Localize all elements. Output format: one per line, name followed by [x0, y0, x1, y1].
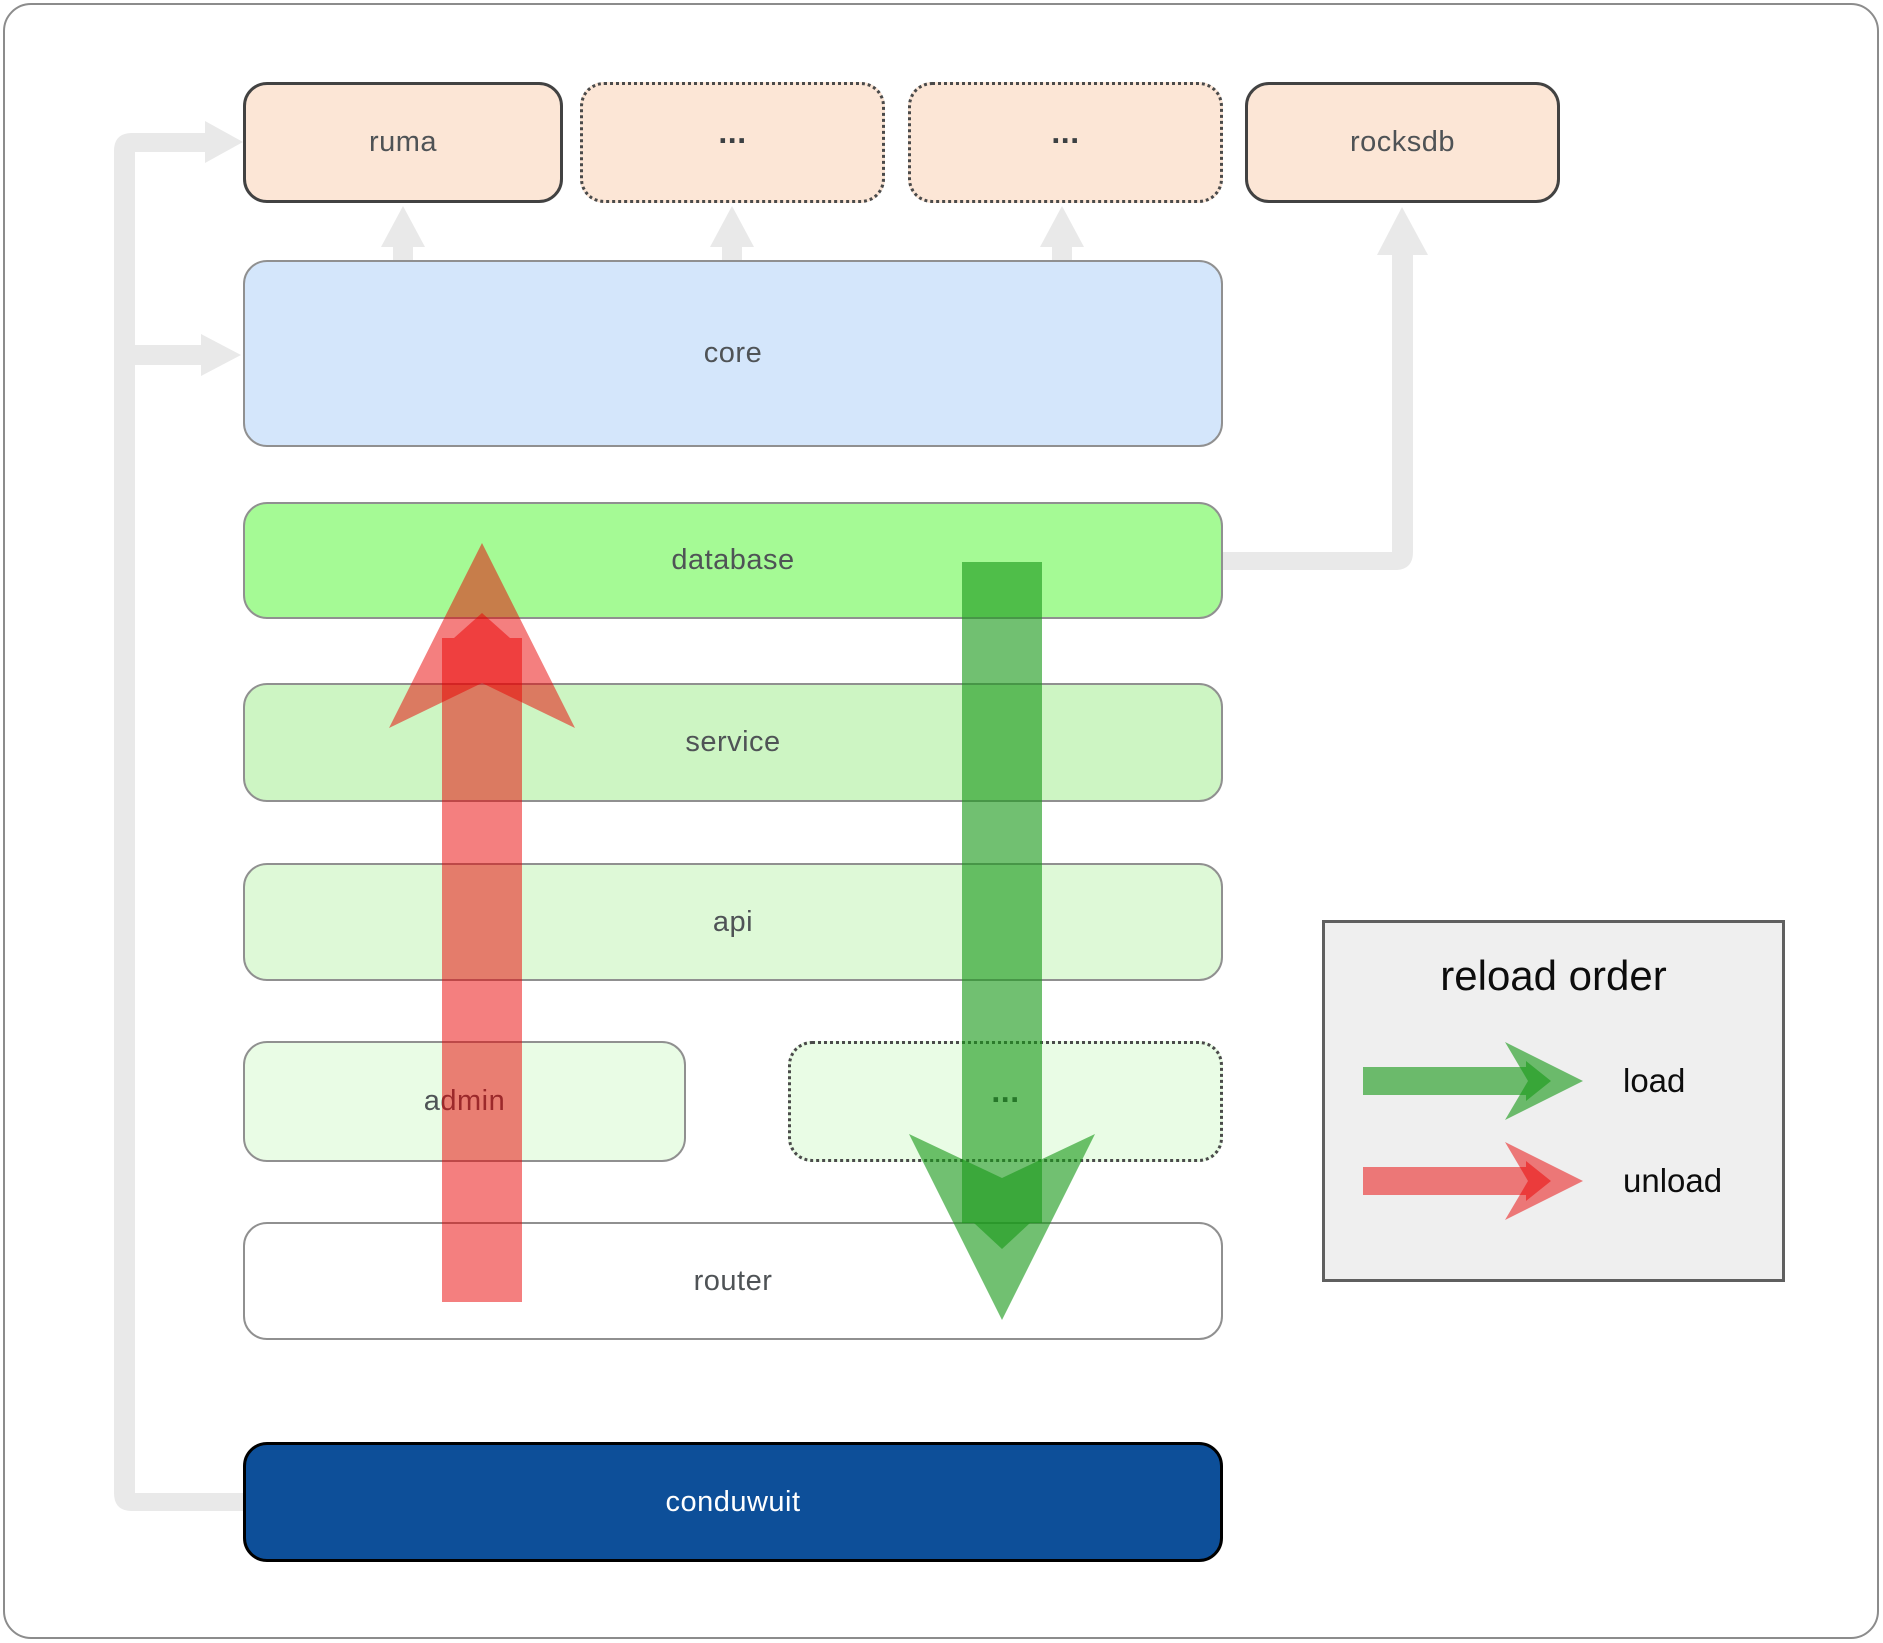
box-router: router: [243, 1222, 1223, 1340]
box-ellipsis-top-1: ...: [580, 82, 885, 203]
box-ruma-label: ruma: [368, 126, 438, 158]
box-service: service: [243, 683, 1223, 802]
box-ellipsis-top-1-label: ...: [718, 114, 747, 150]
legend-load-label: load: [1623, 1062, 1686, 1099]
box-api: api: [243, 863, 1223, 981]
legend-unload-label: unload: [1623, 1162, 1723, 1199]
box-admin: admin: [243, 1041, 686, 1162]
box-ellipsis-bottom-label: ...: [991, 1073, 1020, 1109]
box-router-label: router: [693, 1264, 773, 1297]
box-database: database: [243, 502, 1223, 619]
box-rocksdb-label: rocksdb: [1349, 126, 1456, 158]
box-conduwuit-label: conduwuit: [665, 1485, 801, 1518]
box-admin-label: admin: [423, 1085, 506, 1117]
box-ruma: ruma: [243, 82, 563, 203]
box-conduwuit: conduwuit: [243, 1442, 1223, 1562]
outer-frame: [3, 3, 1879, 1639]
box-rocksdb: rocksdb: [1245, 82, 1560, 203]
box-core-label: core: [703, 337, 763, 369]
box-ellipsis-top-2: ...: [908, 82, 1223, 203]
legend-title: reload order: [1440, 952, 1667, 999]
box-api-label: api: [712, 905, 754, 938]
box-database-label: database: [671, 544, 795, 576]
box-ellipsis-bottom: ...: [788, 1041, 1223, 1162]
box-core: core: [243, 260, 1223, 447]
box-service-label: service: [685, 726, 781, 758]
box-ellipsis-top-2-label: ...: [1051, 114, 1080, 150]
